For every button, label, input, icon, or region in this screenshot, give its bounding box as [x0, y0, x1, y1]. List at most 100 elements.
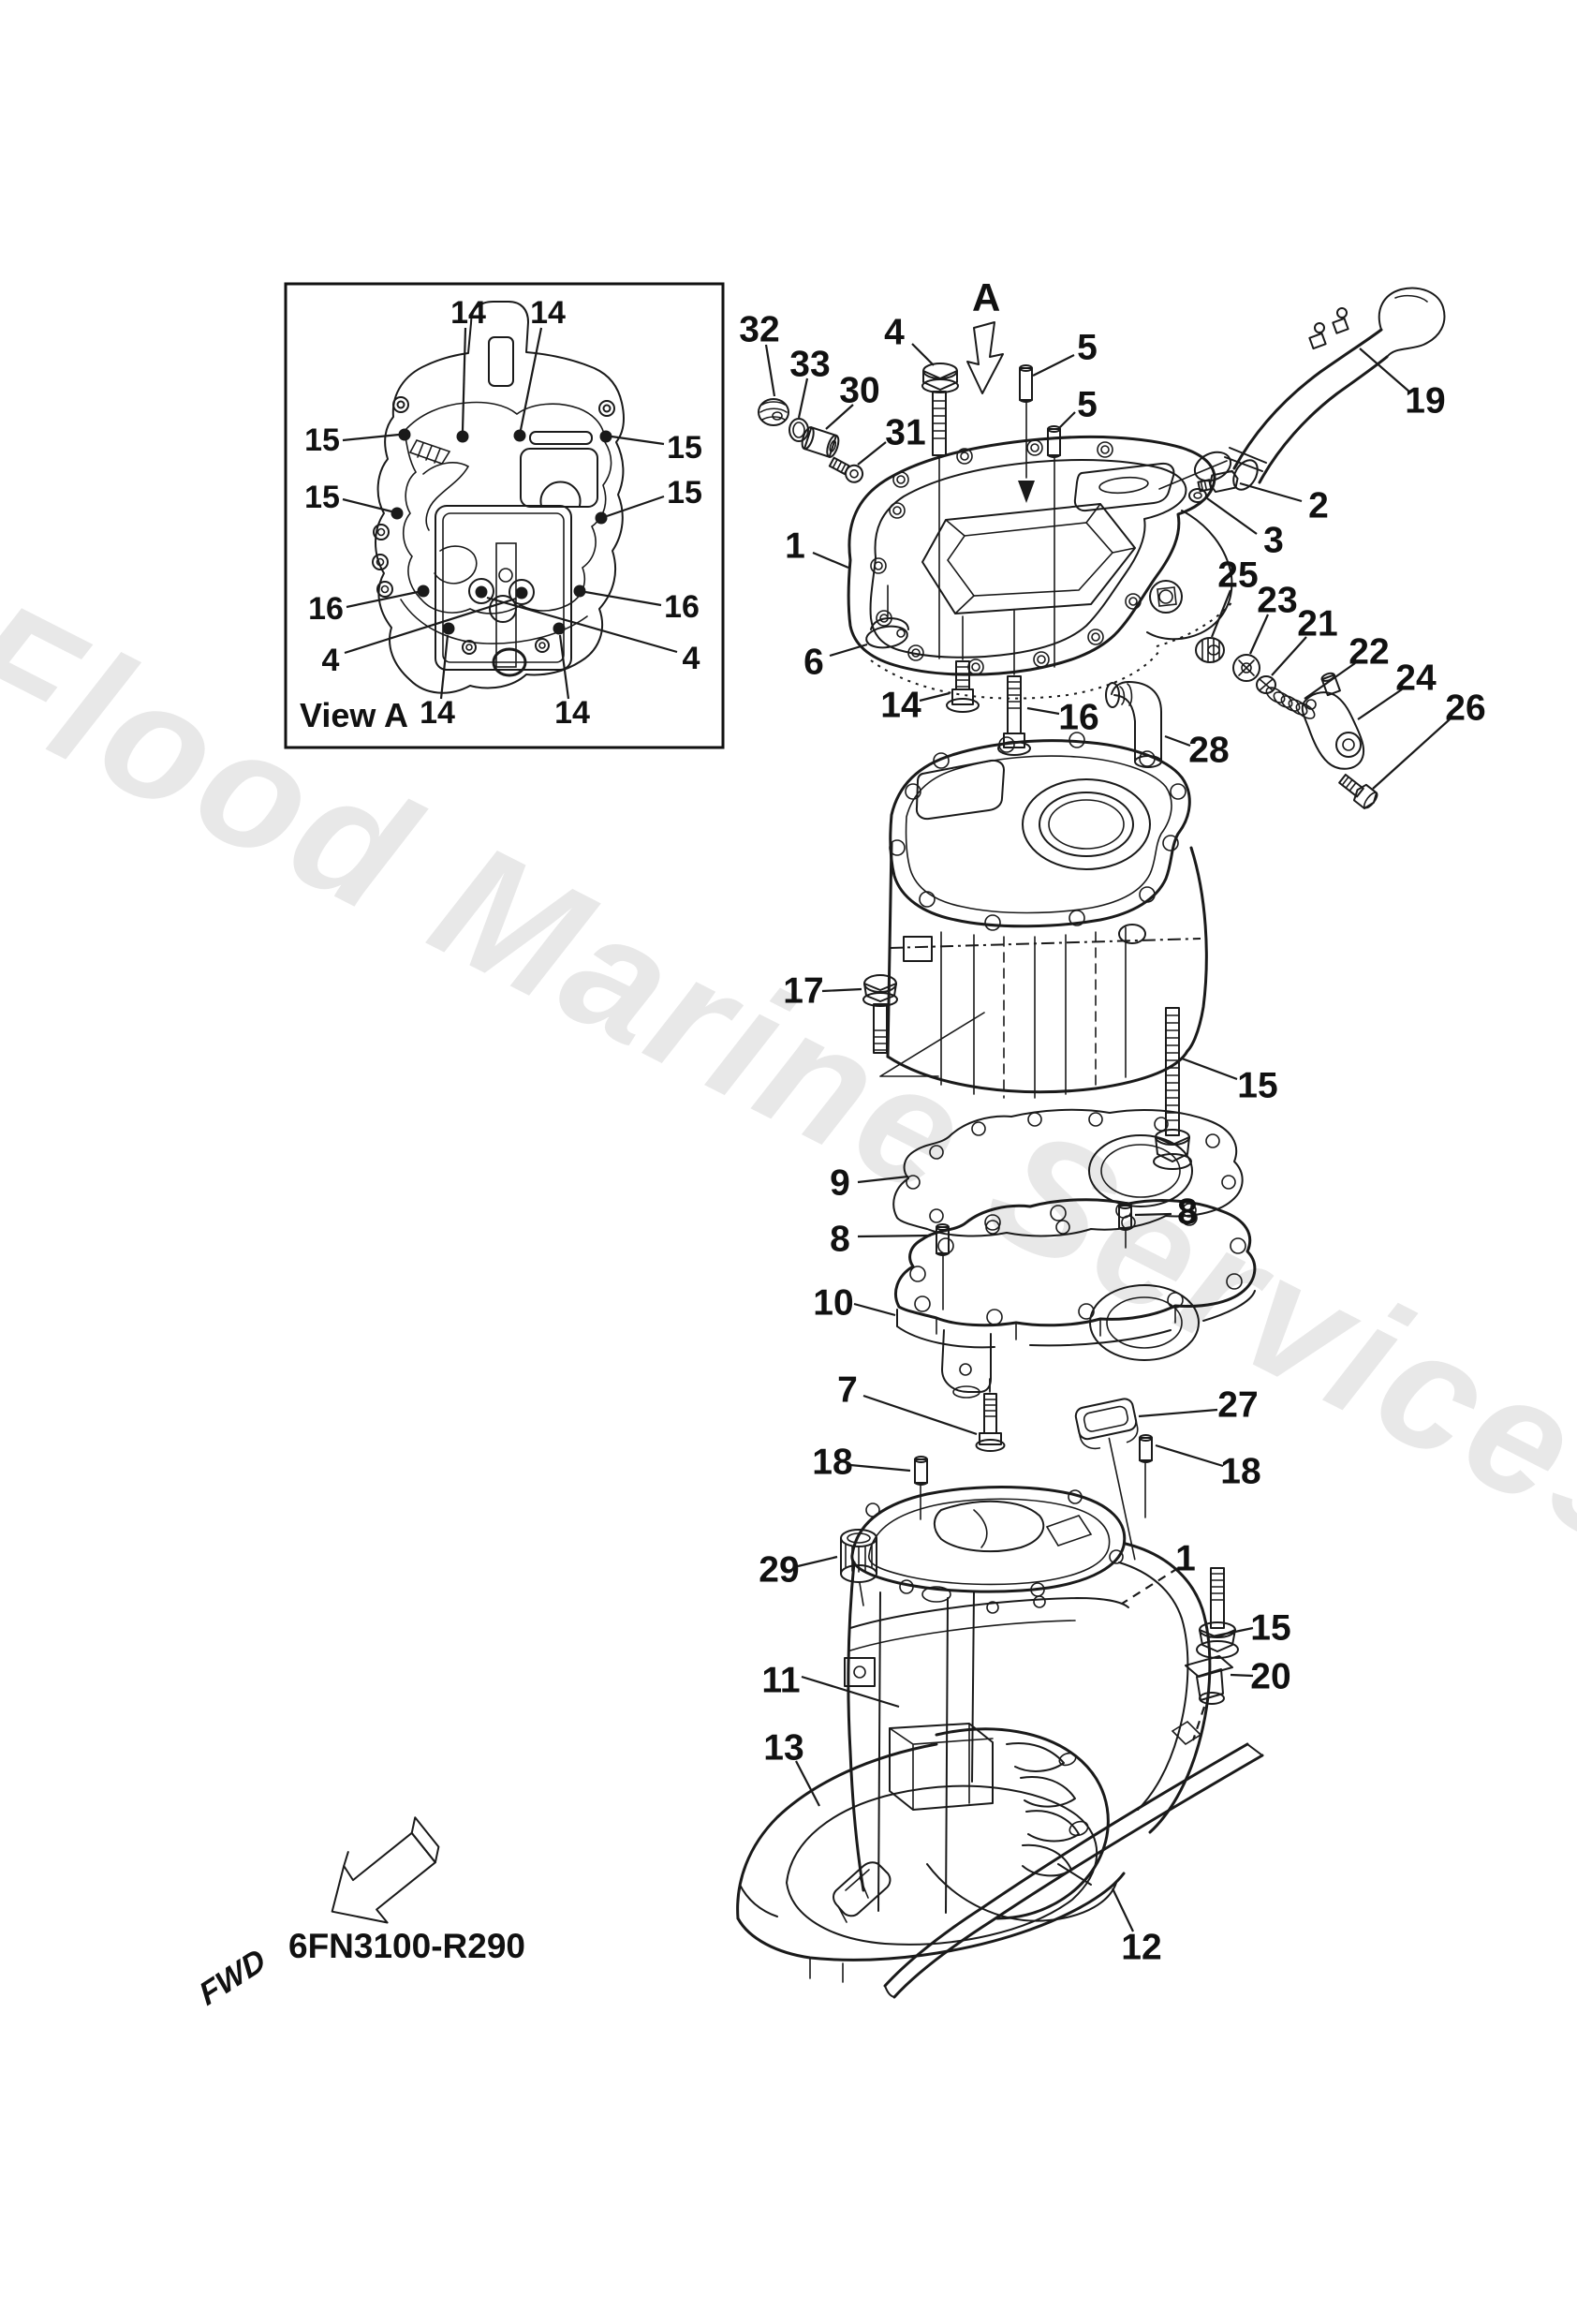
- dot-14: [513, 429, 526, 442]
- dot-15: [599, 430, 612, 443]
- callout-3: 3: [1263, 521, 1284, 561]
- leader-30: [825, 404, 854, 430]
- callout-14: 14: [530, 295, 566, 331]
- callout-26: 26: [1445, 688, 1485, 729]
- callout-23: 23: [1257, 581, 1297, 621]
- dot-15: [595, 511, 608, 525]
- plate-10: [894, 1198, 1257, 1399]
- collar-30: [801, 426, 840, 458]
- dot-16: [573, 585, 586, 598]
- o-ring-33: [788, 418, 809, 442]
- callout-18: 18: [812, 1443, 852, 1483]
- callout-18: 18: [1220, 1452, 1260, 1492]
- bolt-16: [997, 610, 1031, 756]
- bolt-2: [1197, 469, 1239, 494]
- clip-20: [1185, 1655, 1233, 1741]
- seal-27: [1074, 1398, 1139, 1561]
- fitting-6: [865, 585, 909, 649]
- screw-31: [828, 456, 864, 483]
- callout-4: 4: [683, 641, 700, 676]
- leader-13: [795, 1760, 820, 1807]
- callout-16: 16: [308, 591, 344, 627]
- callout-30: 30: [839, 371, 879, 411]
- callout-15: 15: [667, 475, 702, 511]
- leader-4: [911, 343, 935, 366]
- bushing-25: [1195, 637, 1225, 663]
- dot-14: [442, 622, 455, 635]
- callout-7: 7: [837, 1370, 858, 1411]
- callout-21: 21: [1297, 604, 1337, 644]
- callout-17: 17: [783, 971, 823, 1012]
- callout-6: 6: [803, 643, 824, 683]
- dowel-pin-18-left: [914, 1456, 928, 1520]
- leader-10: [853, 1302, 896, 1317]
- leader-28: [1164, 734, 1191, 748]
- gasket-9: [892, 1108, 1244, 1237]
- callout-14: 14: [880, 686, 921, 726]
- upper-casing-11: [844, 1486, 1212, 1914]
- callout-9: 9: [830, 1163, 850, 1204]
- leader-9: [857, 1175, 909, 1184]
- leader-1: [812, 551, 849, 570]
- callout-27: 27: [1217, 1385, 1258, 1426]
- leader-5: [1032, 354, 1075, 377]
- plug-32: [758, 398, 789, 426]
- leader-22: [1304, 662, 1356, 700]
- callout-1: 1: [785, 526, 805, 567]
- leader-14: [519, 327, 543, 431]
- leader-27: [1138, 1408, 1218, 1418]
- leader-24: [1357, 688, 1403, 720]
- pipe-19: [1224, 287, 1446, 491]
- dot-14: [456, 430, 469, 443]
- leader-15: [342, 433, 400, 442]
- callout-19: 19: [1405, 381, 1445, 422]
- leader-16: [584, 590, 662, 607]
- callout-24: 24: [1395, 659, 1437, 699]
- dot-4: [515, 586, 528, 600]
- callout-16: 16: [1058, 698, 1098, 738]
- leader-14: [461, 327, 467, 432]
- view-a-label: View A: [300, 696, 408, 734]
- leader-29: [797, 1555, 838, 1568]
- callout-14: 14: [554, 695, 590, 731]
- leader-2: [1239, 481, 1303, 503]
- bolt-15-lower: [1196, 1567, 1239, 1659]
- dowel-pin-8-left: [936, 1223, 950, 1310]
- gear-housing: [889, 1723, 1117, 1922]
- leader-21: [1271, 636, 1307, 676]
- leader-20: [1230, 1673, 1254, 1678]
- callout-33: 33: [789, 345, 830, 385]
- leader-16: [346, 590, 419, 609]
- callout-1: 1: [1175, 1539, 1196, 1579]
- splash-plate-12: [883, 1742, 1264, 1999]
- callout-12: 12: [1121, 1928, 1161, 1968]
- callout-4: 4: [322, 643, 340, 678]
- callout-2: 2: [1308, 486, 1329, 526]
- spring-22: [1265, 687, 1316, 719]
- callout-10: 10: [813, 1283, 853, 1324]
- cavitation-plate-13: [736, 1742, 1126, 1983]
- direction-a-label: A: [972, 275, 1000, 319]
- callout-25: 25: [1217, 555, 1258, 596]
- leader-8: [1134, 1212, 1172, 1217]
- bolt-4: [921, 363, 959, 659]
- detent-23: [1232, 654, 1260, 682]
- leader-4: [344, 597, 517, 655]
- callout-4: 4: [884, 313, 905, 353]
- leader-17: [821, 987, 862, 993]
- stud-15: [1153, 1007, 1192, 1170]
- leader-15: [606, 495, 665, 518]
- dowel-pin-18-right: [1139, 1434, 1153, 1518]
- direction-a-arrow: A: [966, 275, 1004, 394]
- callout-31: 31: [885, 413, 925, 453]
- leader-4: [486, 596, 678, 654]
- leader-26: [1372, 718, 1451, 790]
- leader-16: [1026, 706, 1060, 716]
- part-1-exhaust-guide: [847, 435, 1235, 700]
- callout-15: 15: [1250, 1608, 1290, 1649]
- bolt-26: [1338, 773, 1378, 809]
